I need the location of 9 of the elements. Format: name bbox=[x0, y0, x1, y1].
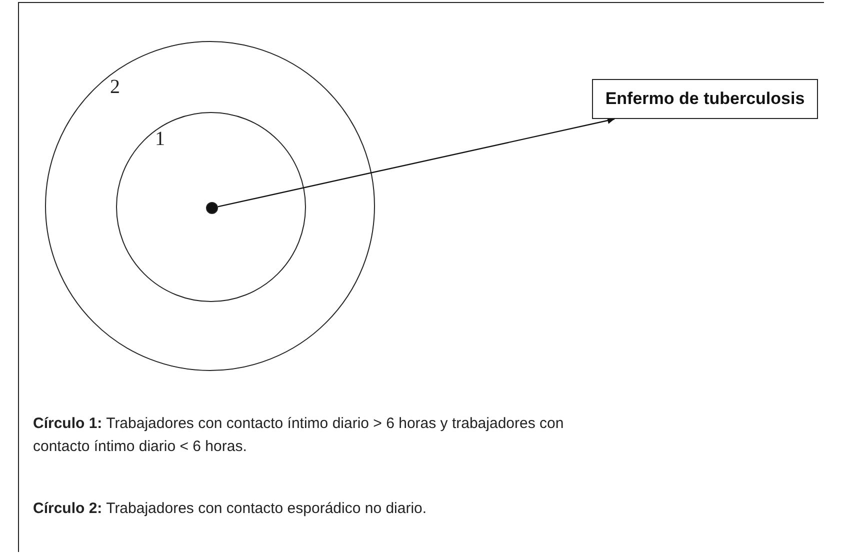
inner-circle bbox=[116, 112, 306, 302]
legend-note: Círculo 2: Trabajadores con contacto esporádico no diario. bbox=[33, 499, 428, 519]
center-dot bbox=[206, 202, 218, 214]
arrow bbox=[218, 117, 615, 208]
circle-number: 1 bbox=[155, 128, 165, 151]
circle-number: 2 bbox=[110, 76, 120, 99]
legend-note: Círculo 1: Trabajadores con contacto íntimo diario > 6 horas y trabajadores con contacto íntimo diario < 6 horas. bbox=[33, 414, 565, 457]
label-box: Enfermo de tuberculosis bbox=[592, 79, 818, 119]
outer-circle bbox=[45, 41, 375, 371]
